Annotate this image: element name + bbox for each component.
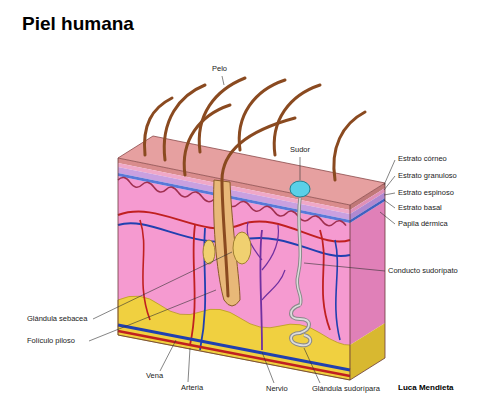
leader-line [384, 160, 395, 185]
diagram-title: Piel humana [22, 13, 134, 36]
part-label: Estrato córneo [398, 154, 447, 163]
leader-line [262, 352, 274, 383]
leader-lines [89, 76, 395, 383]
sebaceous-gland [233, 232, 251, 264]
sweat-duct [297, 198, 301, 305]
nerve [262, 225, 278, 270]
hair [239, 80, 285, 150]
author-signature: Luca Mendieta [398, 383, 454, 393]
leader-line [222, 76, 224, 85]
leader-line [304, 263, 385, 271]
part-label: Estrato basal [398, 203, 442, 212]
leader-line [93, 252, 232, 319]
part-label: Conducto sudorípato [388, 266, 458, 275]
leader-line [188, 348, 190, 382]
leader-line [380, 212, 395, 224]
leader-line [89, 290, 216, 341]
hypodermis-side [350, 323, 385, 380]
part-label: Folículo piloso [27, 336, 75, 345]
nerve [262, 270, 285, 300]
block-outline [118, 158, 385, 380]
sweat-drop [290, 181, 310, 197]
part-label: Pelo [212, 64, 227, 73]
hair [334, 112, 365, 180]
part-label: Glándula sebacea [27, 314, 87, 323]
part-label: Arteria [181, 383, 203, 392]
part-label: Estrato espinoso [398, 188, 454, 197]
skin-surface [118, 136, 385, 205]
hypodermis [118, 296, 350, 380]
part-label: Glándula sudorípara [312, 384, 380, 393]
nerve [260, 230, 262, 350]
leader-line [384, 193, 395, 195]
sweat-gland [291, 305, 310, 345]
vein [335, 240, 340, 340]
sweat-duct [297, 198, 301, 305]
part-label: Sudor [290, 145, 310, 154]
leader-line [300, 157, 301, 180]
hair [222, 118, 295, 296]
hair [184, 105, 230, 175]
dermis-side [350, 201, 385, 345]
artery [140, 220, 150, 320]
part-label: Papila dérmica [398, 219, 448, 228]
artery [320, 230, 330, 330]
hair [144, 98, 172, 155]
leader-line [384, 176, 395, 190]
leader-line [304, 348, 320, 383]
leader-line [160, 340, 176, 371]
part-label: Vena [146, 371, 163, 380]
artery [118, 331, 350, 376]
sweat-gland [291, 305, 310, 345]
vein [118, 325, 350, 370]
part-label: Estrato granuloso [398, 171, 457, 180]
hair [274, 85, 320, 155]
artery [190, 225, 195, 345]
part-label: Nervio [266, 384, 288, 393]
hairs [144, 78, 365, 296]
leader-line [384, 200, 395, 208]
sebaceous-gland [203, 240, 215, 264]
